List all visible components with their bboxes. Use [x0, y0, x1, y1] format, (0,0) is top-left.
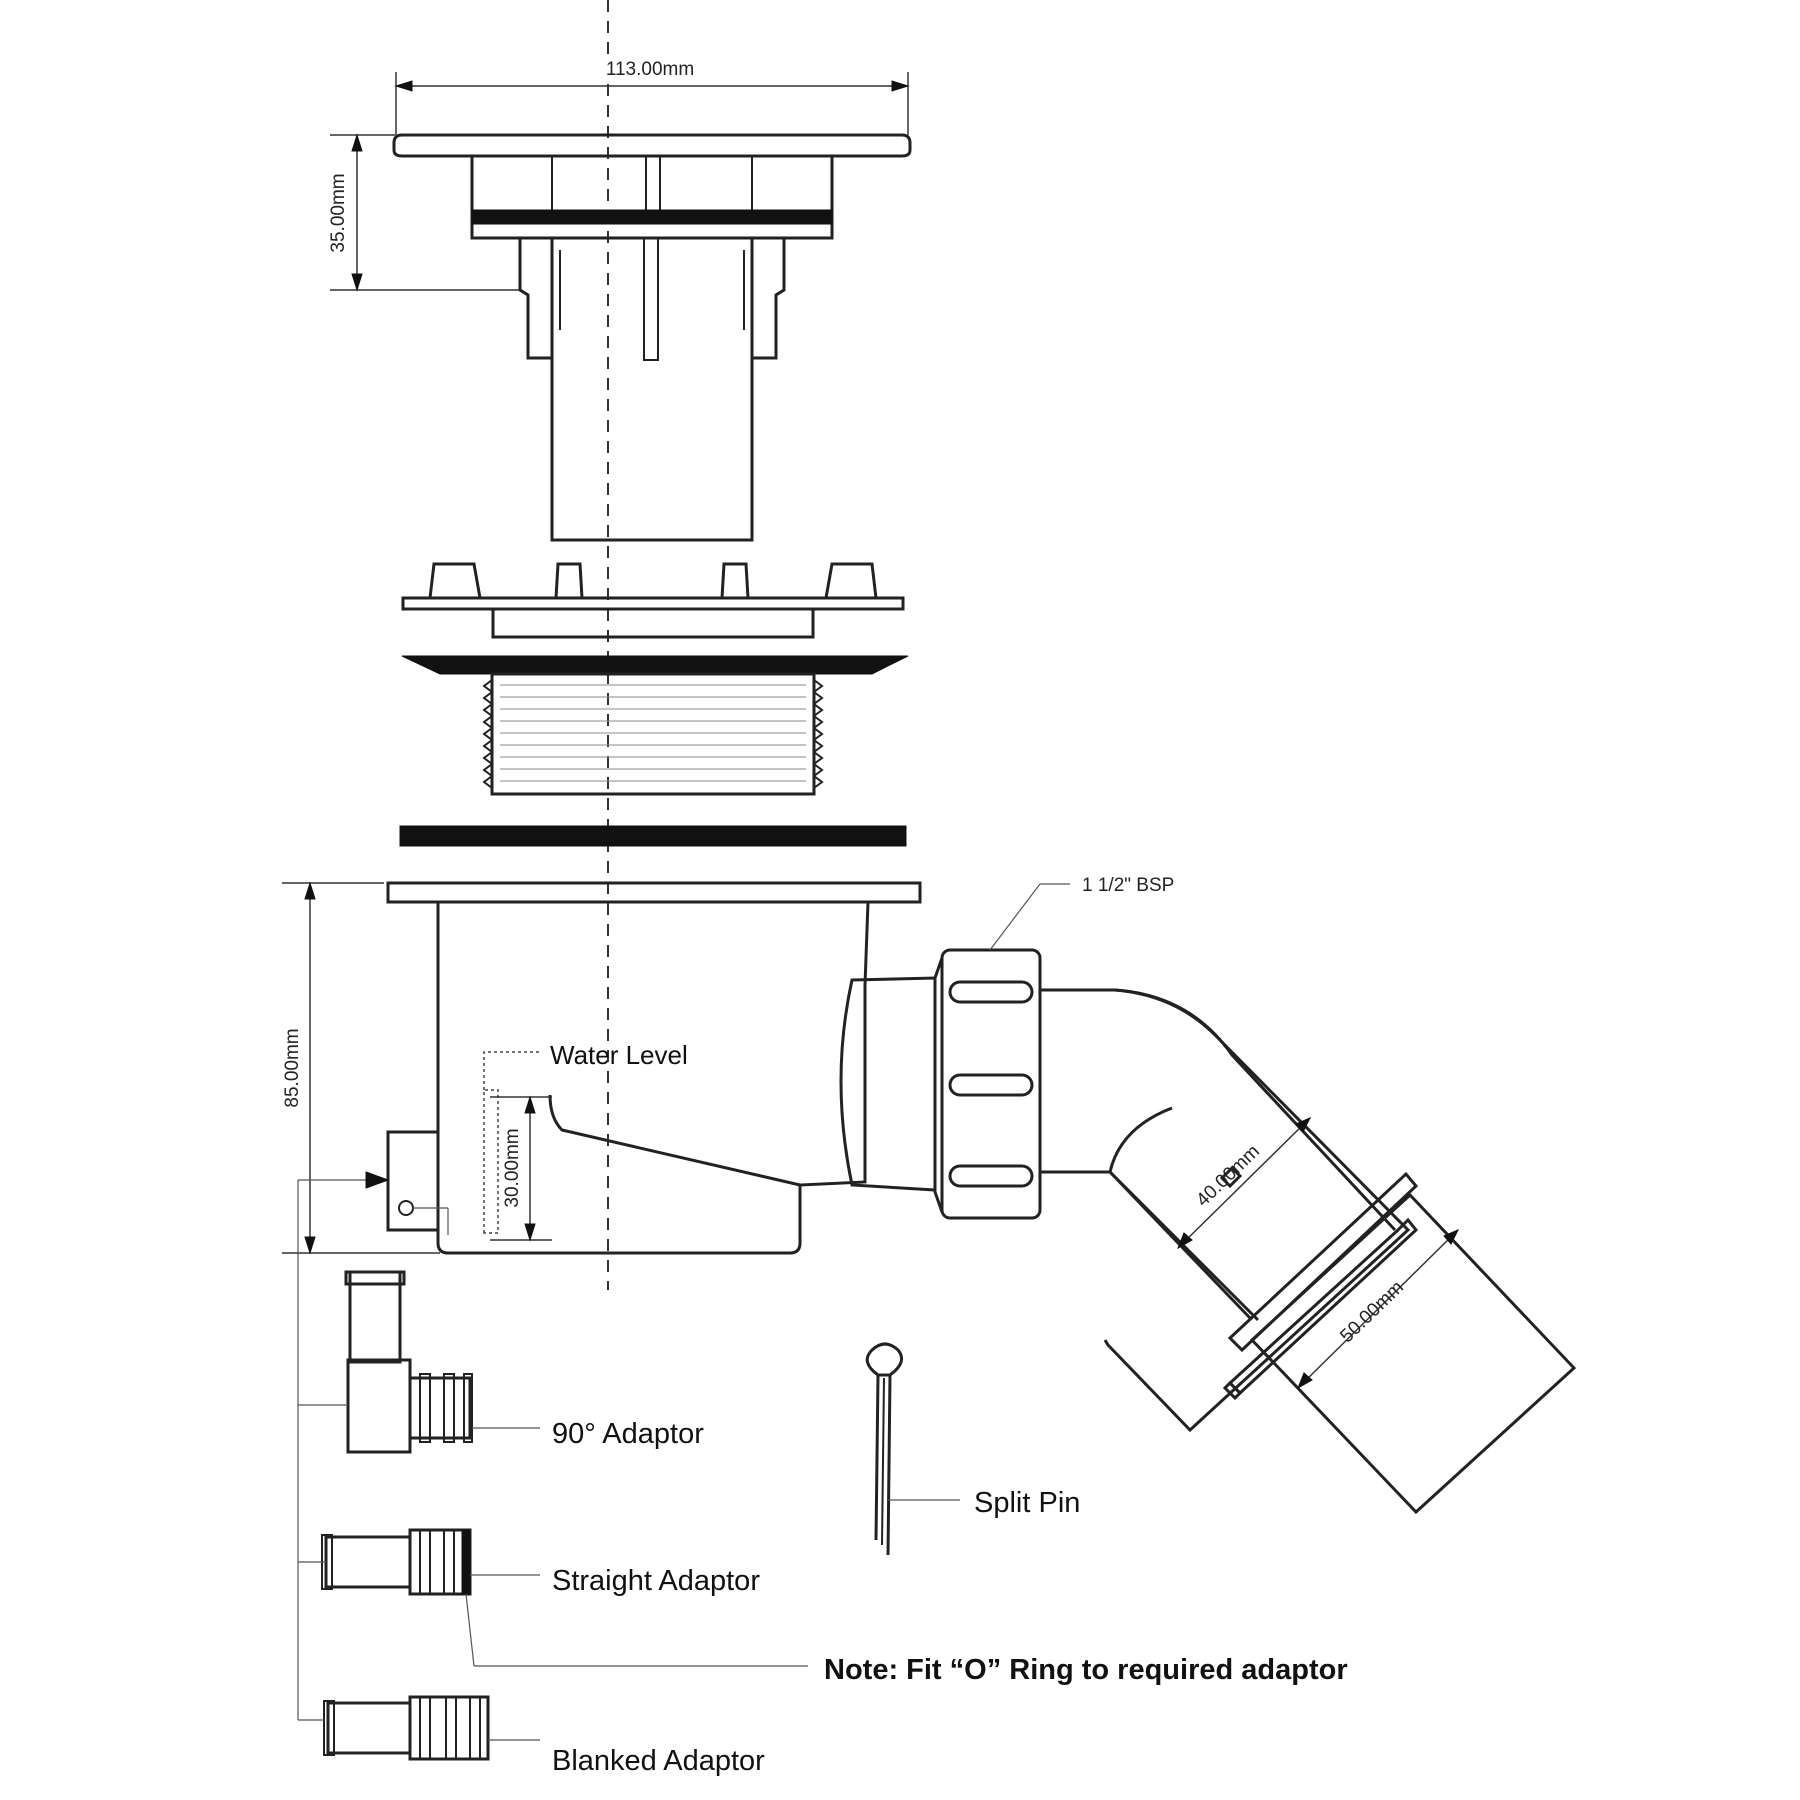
adaptor-90-label: 90° Adaptor	[552, 1418, 704, 1450]
straight-adaptor: Straight Adaptor	[298, 1528, 808, 1667]
trap-body	[386, 881, 937, 1255]
blanked-adaptor-label: Blanked Adaptor	[552, 1745, 765, 1777]
adaptor-90: 90° Adaptor	[298, 1270, 704, 1454]
straight-adaptor-label: Straight Adaptor	[552, 1565, 760, 1597]
side-port	[297, 1130, 449, 1720]
cap-height-dimension: 35.00mm	[328, 133, 520, 292]
split-pin: Split Pin	[865, 1342, 1080, 1556]
body-height-label: 85.00mm	[282, 1028, 303, 1107]
bsp-label: 1 1/2" BSP	[1082, 875, 1174, 896]
water-level-indicator: Water Level 30.00mm	[483, 1040, 688, 1242]
water-level-label: Water Level	[550, 1040, 688, 1070]
width-dimension-label: 113.00mm	[606, 59, 694, 80]
blanked-adaptor: Blanked Adaptor	[298, 1695, 765, 1777]
water-level-depth-label: 30.00mm	[502, 1128, 523, 1207]
inner-diameter-label: 40.00mm	[1192, 1141, 1264, 1211]
inner-diameter-dimension: 40.00mm	[1177, 1117, 1312, 1250]
outlet-pipe	[1040, 988, 1577, 1515]
thread-lines	[500, 684, 806, 782]
cap-height-label: 35.00mm	[328, 173, 349, 252]
waste-flange	[401, 562, 909, 796]
body-height-dimension: 85.00mm	[282, 881, 440, 1255]
split-pin-label: Split Pin	[974, 1487, 1080, 1519]
o-ring-note: Note: Fit “O” Ring to required adaptor	[824, 1654, 1348, 1686]
grate-cap	[392, 133, 912, 542]
sealing-washer	[399, 825, 907, 847]
width-dimension: 113.00mm	[394, 54, 910, 135]
coupling-nut: 1 1/2" BSP	[933, 875, 1174, 1220]
